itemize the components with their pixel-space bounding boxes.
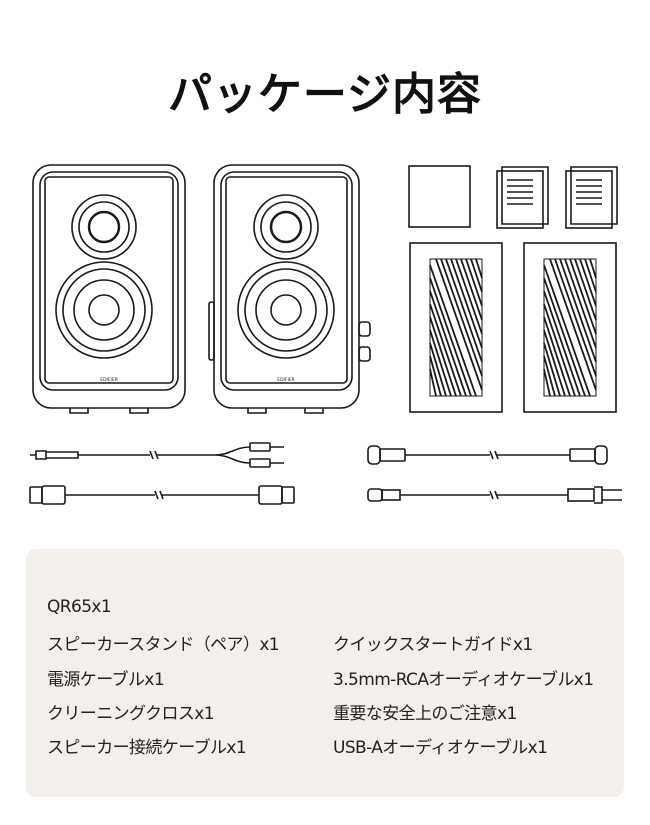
power-cable-illustration	[367, 486, 622, 504]
list-item-usb-cable: USB-Aオーディオケーブルx1	[333, 738, 548, 758]
list-item-stand: スピーカースタンド（ペア）x1	[47, 635, 280, 655]
speaker-left-illustration: EDIFIER	[32, 164, 186, 414]
speaker-left-brand: EDIFIER	[100, 377, 118, 383]
list-item-rca-cable: 3.5mm-RCAオーディオケーブルx1	[333, 670, 594, 690]
speaker-stand-right-illustration	[523, 242, 617, 413]
page-title: パッケージ内容	[167, 69, 483, 120]
list-item-quick-guide: クイックスタートガイドx1	[333, 635, 533, 655]
speaker-connection-cable-illustration	[367, 445, 608, 465]
list-item-connection-cable: スピーカー接続ケーブルx1	[47, 738, 247, 758]
speaker-stand-left-illustration	[409, 242, 503, 413]
list-item-speaker: QR65x1	[47, 597, 112, 617]
package-illustration: EDIFIER EDIFIER	[29, 164, 622, 505]
list-item-power-cable: 電源ケーブルx1	[47, 670, 165, 690]
rca-cable-illustration	[30, 442, 284, 468]
list-item-safety-notice: 重要な安全上のご注意x1	[333, 704, 517, 724]
speaker-right-brand: EDIFIER	[277, 377, 295, 383]
package-contents-box	[26, 549, 624, 797]
list-item-cleaning-cloth: クリーニングクロスx1	[47, 704, 215, 724]
usb-cable-illustration	[29, 485, 295, 505]
cleaning-cloth-illustration	[408, 165, 471, 228]
guide-booklet-illustration	[496, 166, 618, 229]
speaker-right-illustration: EDIFIER	[208, 164, 371, 414]
